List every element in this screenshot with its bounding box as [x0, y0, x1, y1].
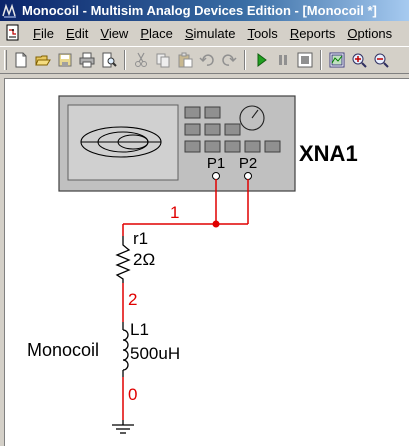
print-button[interactable]	[77, 50, 97, 70]
zoom-in-button[interactable]	[349, 50, 369, 70]
schematic-canvas[interactable]: P1 P2 XNA1 1 r1 2Ω 2	[4, 78, 409, 446]
new-icon	[15, 52, 27, 68]
print-preview-button[interactable]	[99, 50, 119, 70]
open-button[interactable]	[33, 50, 53, 70]
window-title: Monocoil - Multisim Analog Devices Editi…	[22, 3, 377, 18]
pause-icon	[279, 55, 287, 65]
menu-edit[interactable]: Edit	[65, 25, 89, 41]
multisim-app-icon	[2, 3, 16, 17]
menu-tools[interactable]: Tools	[247, 25, 278, 41]
copy-icon	[156, 53, 170, 68]
resistor-value: 2Ω	[133, 250, 155, 269]
instrument-refdes: XNA1	[299, 141, 358, 166]
net-1-wire[interactable]	[122, 179, 249, 236]
net-0-label: 0	[128, 385, 137, 404]
pause-button[interactable]	[273, 50, 293, 70]
ground-icon[interactable]	[112, 420, 134, 434]
open-icon	[35, 55, 51, 66]
toolbar-separator	[320, 50, 322, 70]
port1-label: P1	[207, 155, 225, 172]
redo-button[interactable]	[219, 50, 239, 70]
inductor-l1[interactable]	[122, 322, 129, 377]
instrument-keypad	[184, 106, 281, 153]
port2-label: P2	[239, 155, 257, 172]
paste-icon	[178, 52, 193, 68]
menu-reports[interactable]: Reports	[289, 25, 336, 41]
zoom-in-icon	[352, 53, 367, 68]
menu-bar: File Edit View Place Simulate Tools Repo…	[0, 21, 409, 45]
resistor-refdes: r1	[133, 229, 148, 248]
menu-file[interactable]: File	[33, 25, 54, 41]
menu-options[interactable]: Options	[347, 25, 393, 41]
undo-icon	[199, 54, 214, 66]
inductor-name: Monocoil	[27, 340, 99, 360]
print-icon	[79, 52, 95, 68]
network-analyzer-instrument[interactable]: P1 P2	[58, 95, 296, 192]
resistor-r1[interactable]	[115, 236, 131, 283]
undo-button[interactable]	[197, 50, 217, 70]
zoom-out-icon	[374, 53, 389, 68]
stop-button[interactable]	[295, 50, 315, 70]
menu-view[interactable]: View	[100, 25, 129, 41]
run-icon	[257, 53, 267, 67]
copy-button[interactable]	[153, 50, 173, 70]
junction-dot[interactable]	[212, 220, 220, 228]
cut-button[interactable]	[131, 50, 151, 70]
cut-icon	[135, 52, 147, 67]
toolbar	[0, 46, 409, 74]
toolbar-separator	[124, 50, 126, 70]
net-1-label: 1	[170, 203, 179, 222]
net-2-label: 2	[128, 290, 137, 309]
zoom-out-button[interactable]	[371, 50, 391, 70]
port2-terminal[interactable]	[244, 172, 252, 180]
port1-terminal[interactable]	[212, 172, 220, 180]
toolbar-grip[interactable]	[4, 50, 7, 70]
stop-icon	[297, 52, 313, 68]
schematic-drawing: P1 P2 XNA1 1 r1 2Ω 2	[27, 95, 358, 434]
grapher-button[interactable]	[327, 50, 347, 70]
smith-chart-icon	[80, 126, 162, 158]
instrument-knob-icon	[239, 105, 265, 131]
document-icon[interactable]	[4, 24, 22, 42]
run-button[interactable]	[251, 50, 271, 70]
new-button[interactable]	[11, 50, 31, 70]
save-icon	[58, 53, 72, 67]
inductor-refdes: L1	[130, 320, 149, 339]
menu-place[interactable]: Place	[140, 25, 173, 41]
menu-simulate[interactable]: Simulate	[184, 25, 236, 41]
inductor-value: 500uH	[130, 344, 180, 363]
redo-icon	[222, 54, 237, 66]
save-button[interactable]	[55, 50, 75, 70]
paste-button[interactable]	[175, 50, 195, 70]
print-preview-icon	[102, 52, 117, 68]
grapher-icon	[329, 52, 345, 68]
toolbar-separator	[244, 50, 246, 70]
title-bar[interactable]: Monocoil - Multisim Analog Devices Editi…	[0, 0, 409, 21]
